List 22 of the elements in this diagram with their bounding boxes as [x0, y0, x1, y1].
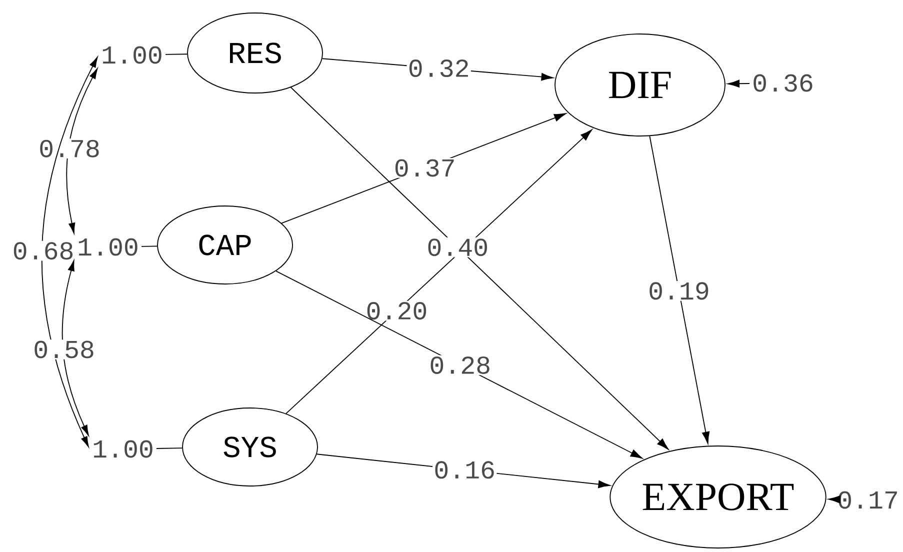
edge-label: 0.19	[646, 281, 712, 301]
arrow	[286, 129, 592, 414]
arrow	[727, 80, 750, 88]
variance-value: 1.00	[78, 238, 138, 256]
edge-label: 0.16	[432, 460, 497, 480]
edge-label: 0.32	[406, 58, 471, 78]
edge-label: 0.58	[32, 340, 96, 360]
edge-label: 0.68	[11, 240, 76, 261]
edge-label: 0.20	[364, 300, 429, 321]
error-value: 0.36	[754, 74, 812, 92]
edge-label: 0.40	[426, 237, 490, 258]
arrow	[828, 496, 840, 504]
arrow	[649, 136, 710, 444]
error-value: 0.17	[838, 491, 897, 509]
arrow	[62, 260, 89, 436]
arrow	[41, 56, 98, 448]
variance-value: 1.00	[102, 46, 162, 64]
variance-value: 1.00	[94, 440, 152, 458]
edge-label: 0.28	[428, 355, 492, 376]
edge-label: 0.37	[392, 158, 457, 178]
arrow	[276, 270, 643, 459]
arrow	[290, 86, 669, 450]
